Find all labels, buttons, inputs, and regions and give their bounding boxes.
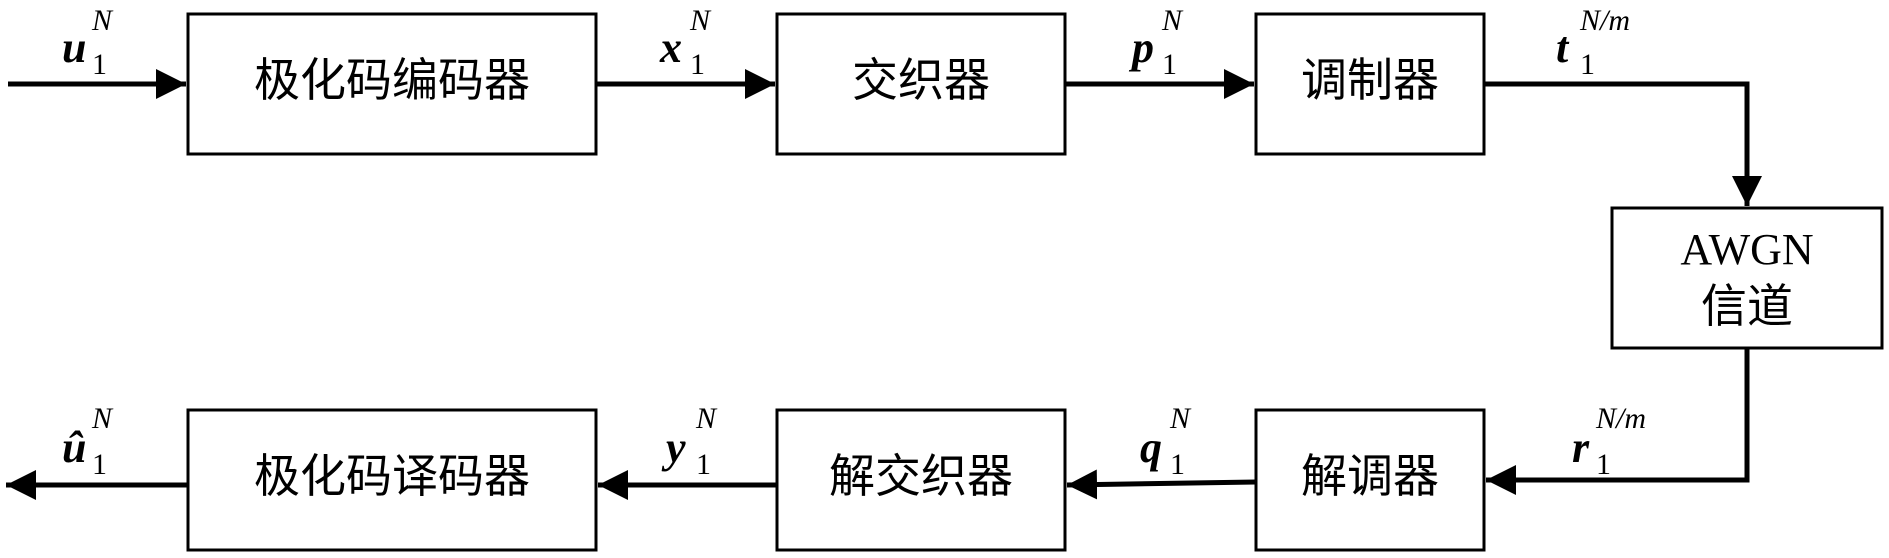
signal-label-u: u N 1 (62, 4, 114, 81)
signal-label-t: t N/m 1 (1556, 4, 1630, 81)
awgn-label-line2: 信道 (1701, 279, 1793, 333)
polar-decoder-label: 极化码译码器 (254, 449, 530, 503)
svg-text:1: 1 (1580, 48, 1595, 81)
demodulator-label: 解调器 (1301, 449, 1439, 503)
signal-label-u-hat: û N 1 (62, 402, 114, 481)
interleaver-label: 交织器 (852, 53, 990, 107)
svg-text:1: 1 (690, 48, 705, 81)
svg-text:1: 1 (92, 448, 107, 481)
modulator-block (1254, 12, 1486, 156)
signal-label-r: r N/m 1 (1572, 402, 1646, 481)
polar-encoder-block (186, 12, 598, 156)
svg-text:N: N (1169, 402, 1192, 435)
svg-text:N: N (91, 4, 114, 37)
signal-label-y: y N 1 (661, 402, 718, 481)
signal-label-p: p N 1 (1128, 4, 1184, 81)
svg-text:u: u (62, 23, 86, 72)
svg-text:1: 1 (1596, 448, 1611, 481)
svg-text:N/m: N/m (1595, 402, 1646, 435)
awgn-channel-block (1610, 206, 1884, 350)
svg-text:1: 1 (696, 448, 711, 481)
svg-text:q: q (1140, 423, 1162, 472)
svg-text:û: û (62, 423, 86, 472)
svg-text:1: 1 (1162, 48, 1177, 81)
svg-text:p: p (1128, 23, 1154, 72)
svg-text:N/m: N/m (1579, 4, 1630, 37)
deinterleaver-block (775, 408, 1067, 552)
svg-text:t: t (1556, 23, 1570, 72)
signal-label-q: q N 1 (1140, 402, 1192, 481)
polar-decoder-block (186, 408, 598, 552)
modulator-label: 调制器 (1301, 53, 1439, 107)
polar-encoder-label: 极化码编码器 (254, 53, 530, 107)
svg-text:N: N (689, 4, 712, 37)
svg-text:N: N (91, 402, 114, 435)
svg-text:r: r (1572, 423, 1590, 472)
awgn-label-line1: AWGN (1680, 225, 1813, 274)
arrow-modulator-to-awgn (1484, 81, 1762, 206)
svg-text:x: x (659, 23, 682, 72)
svg-text:1: 1 (92, 48, 107, 81)
svg-text:1: 1 (1170, 448, 1185, 481)
svg-text:N: N (1161, 4, 1184, 37)
svg-text:y: y (661, 423, 686, 472)
arrow-demodulator-to-deinterleaver (1066, 469, 1257, 500)
svg-text:N: N (695, 402, 718, 435)
arrow-awgn-to-demodulator (1486, 348, 1750, 495)
interleaver-block (775, 12, 1067, 156)
signal-label-x: x N 1 (659, 4, 712, 81)
deinterleaver-label: 解交织器 (829, 449, 1013, 503)
demodulator-block (1254, 408, 1486, 552)
